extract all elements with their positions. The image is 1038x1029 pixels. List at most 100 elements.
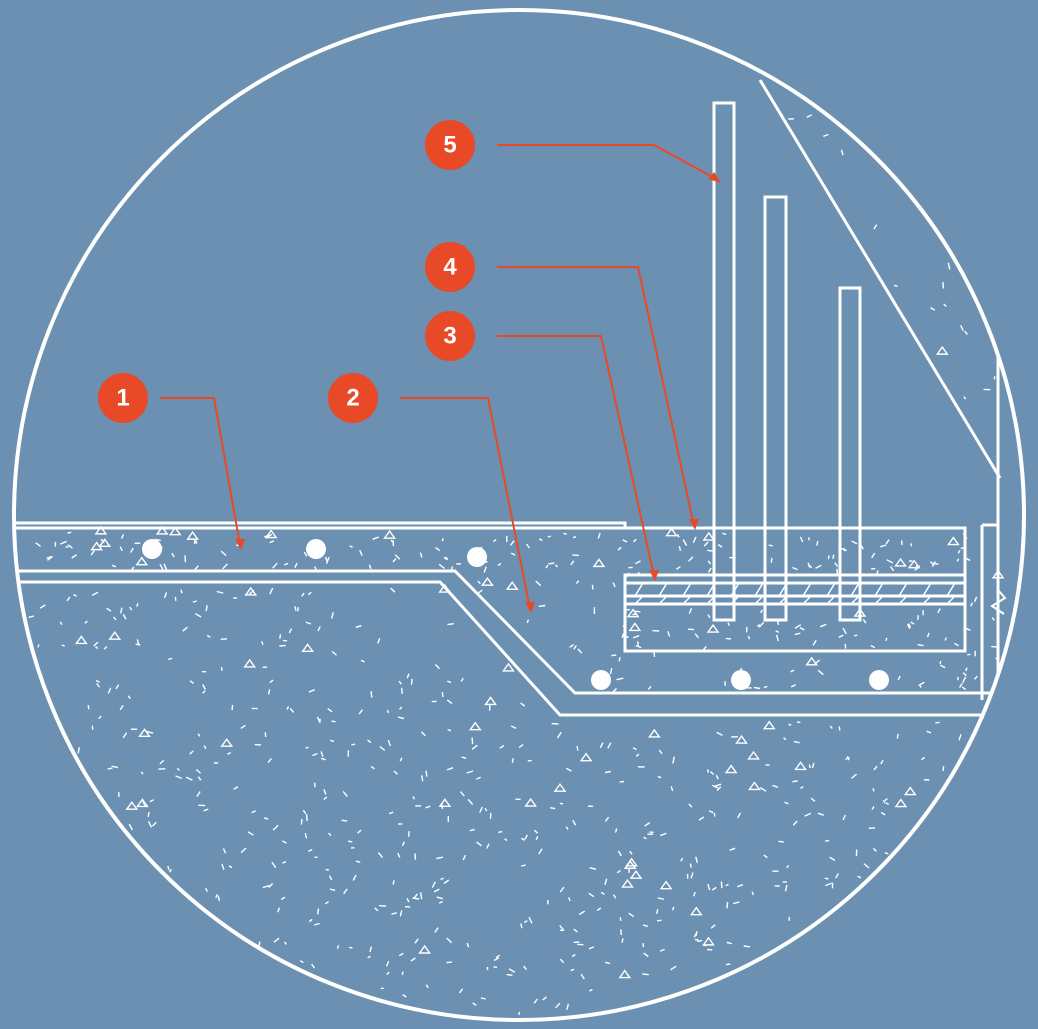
aggregate-dash xyxy=(271,861,277,869)
aggregate-dash xyxy=(163,563,168,571)
aggregate-dash xyxy=(167,865,170,871)
concrete-aggregate xyxy=(28,114,1005,1016)
aggregate-triangle xyxy=(484,696,497,706)
aggregate-dash xyxy=(725,637,732,640)
aggregate-dash xyxy=(619,780,625,783)
aggregate-dash xyxy=(959,324,964,331)
hatch-stroke xyxy=(898,595,908,605)
aggregate-dash xyxy=(545,564,549,569)
rebar-dot xyxy=(591,670,611,690)
aggregate-dash xyxy=(438,563,445,570)
aggregate-dash xyxy=(441,538,445,542)
aggregate-dash xyxy=(958,734,962,741)
aggregate-dash xyxy=(886,559,894,564)
aggregate-dash xyxy=(518,743,524,749)
aggregate-dash xyxy=(963,396,967,400)
aggregate-dash xyxy=(272,562,278,569)
post-2 xyxy=(763,195,788,622)
aggregate-dash xyxy=(961,686,967,691)
aggregate-triangle xyxy=(946,536,960,546)
callout-2: 2 xyxy=(328,373,378,423)
aggregate-dash xyxy=(628,912,635,918)
aggregate-dash xyxy=(565,826,569,830)
aggregate-dash xyxy=(939,660,942,665)
aggregate-dash xyxy=(103,646,108,650)
aggregate-dash xyxy=(410,957,416,962)
aggregate-dash xyxy=(498,830,503,834)
aggregate-triangle xyxy=(592,558,606,568)
aggregate-dash xyxy=(215,894,218,899)
aggregate-dash xyxy=(128,823,134,831)
aggregate-dash xyxy=(324,901,329,905)
aggregate-dash xyxy=(709,771,715,776)
callout-4: 4 xyxy=(425,242,475,292)
aggregate-dash xyxy=(330,739,335,743)
aggregate-dash xyxy=(61,644,65,647)
aggregate-dash xyxy=(533,998,538,1004)
aggregate-dash xyxy=(443,879,450,884)
aggregate-dash xyxy=(793,740,800,744)
aggregate-dash xyxy=(377,852,384,858)
aggregate-dash xyxy=(394,554,401,560)
aggregate-dash xyxy=(624,635,629,638)
aggregate-dash xyxy=(862,618,867,624)
aggregate-dash xyxy=(520,837,526,841)
aggregate-dash xyxy=(659,832,667,837)
aggregate-dash xyxy=(441,802,444,810)
aggregate-dash xyxy=(604,878,608,885)
aggregate-dash xyxy=(604,816,610,822)
aggregate-dash xyxy=(269,679,274,684)
aggregate-dash xyxy=(707,883,711,891)
hatch-stroke xyxy=(946,595,956,605)
aggregate-dash xyxy=(511,758,514,763)
aggregate-dash xyxy=(390,587,396,593)
aggregate-triangle xyxy=(935,345,949,355)
aggregate-dash xyxy=(991,645,997,648)
aggregate-dash xyxy=(195,612,202,618)
aggregate-dash xyxy=(670,965,677,971)
aggregate-dash xyxy=(95,679,100,683)
rebar-dot xyxy=(731,670,751,690)
aggregate-dash xyxy=(87,704,90,710)
aggregate-dash xyxy=(518,1011,521,1016)
aggregate-dash xyxy=(578,910,586,916)
aggregate-dash xyxy=(158,768,166,770)
aggregate-dash xyxy=(784,884,788,892)
aggregate-dash xyxy=(688,556,694,562)
aggregate-dash xyxy=(277,907,281,913)
aggregate-dash xyxy=(311,963,316,969)
aggregate-dash xyxy=(753,686,761,690)
aggregate-dash xyxy=(549,807,556,810)
aggregate-dash xyxy=(871,552,876,559)
aggregate-dash xyxy=(447,680,452,684)
aggregate-triangle xyxy=(524,797,538,807)
aggregate-dash xyxy=(46,556,53,561)
aggregate-dash xyxy=(136,639,140,646)
aggregate-dash xyxy=(632,635,640,639)
aggregate-dash xyxy=(707,614,711,619)
aggregate-dash xyxy=(626,572,630,578)
aggregate-dash xyxy=(406,898,410,903)
aggregate-dash xyxy=(829,725,833,729)
aggregate-dash xyxy=(305,621,312,625)
aggregate-dash xyxy=(555,1002,561,1009)
aggregate-dash xyxy=(733,901,740,905)
aggregate-dash xyxy=(216,590,224,594)
aggregate-dash xyxy=(670,786,674,792)
aggregate-dash xyxy=(632,747,637,751)
aggregate-dash xyxy=(303,551,308,557)
aggregate-dash xyxy=(39,604,46,609)
aggregate-dash xyxy=(67,531,72,534)
aggregate-dash xyxy=(115,684,120,690)
aggregate-dash xyxy=(370,691,373,698)
aggregate-triangle xyxy=(155,525,169,535)
callout-badge xyxy=(328,373,378,423)
aggregate-dash xyxy=(525,543,530,549)
aggregate-dash xyxy=(588,946,595,950)
aggregate-dash xyxy=(410,678,413,685)
aggregate-dash xyxy=(111,765,119,769)
aggregate-dash xyxy=(66,596,71,602)
aggregate-dash xyxy=(942,281,945,289)
aggregate-dash xyxy=(792,820,798,826)
arrowhead-2 xyxy=(525,602,535,613)
